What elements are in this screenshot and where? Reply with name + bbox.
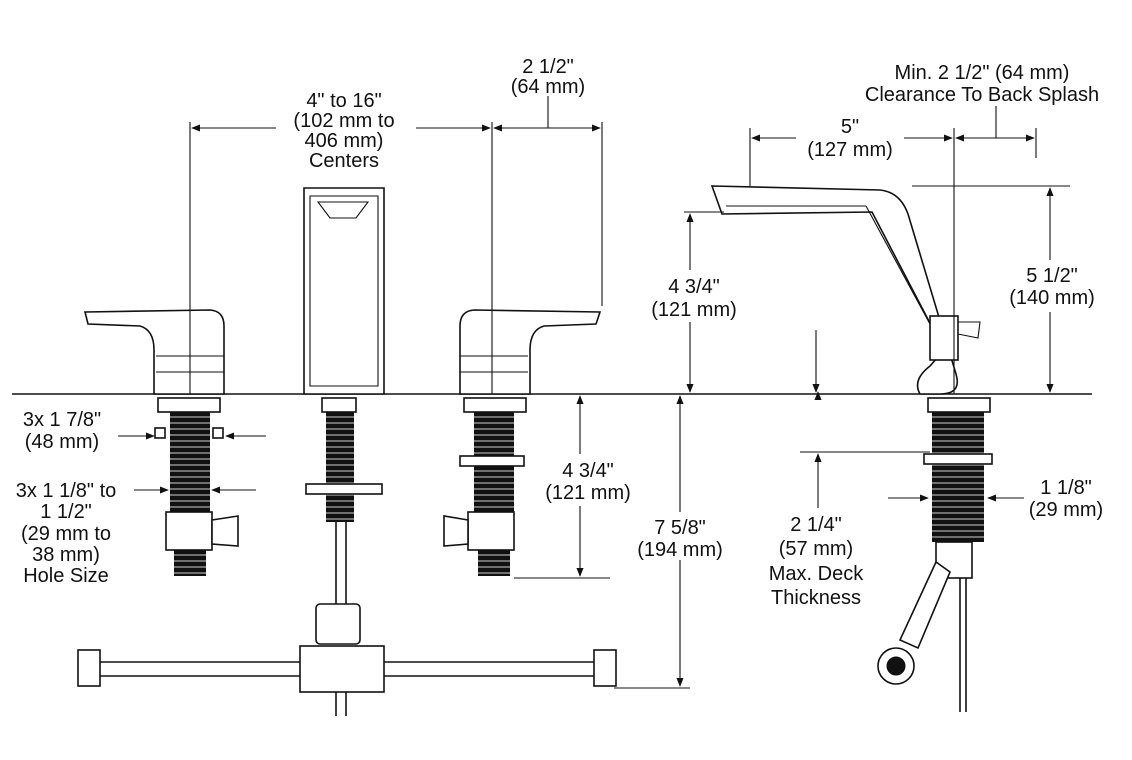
hole-size-line-5: Hole Size — [23, 565, 109, 587]
below-deck-line-2: (194 mm) — [637, 539, 723, 561]
handle-reach-label: 2 1/2" (64 mm) — [511, 56, 585, 98]
centers-line-1: 4" to 16" — [306, 90, 381, 112]
deck-thickness-line-1: 2 1/4" — [790, 514, 842, 536]
spout-reach-line-2: (127 mm) — [807, 139, 893, 161]
hole-size-line-3: (29 mm to — [21, 523, 111, 545]
below-deck-label: 7 5/8" (194 mm) — [637, 517, 723, 561]
left-valve — [154, 397, 239, 576]
shank-diameter-label: 1 1/8" (29 mm) — [1029, 477, 1103, 521]
shank-length-line-1: 4 3/4" — [562, 460, 614, 482]
hole-size-line-2: 1 1/2" — [40, 501, 92, 523]
overall-height-line-2: (140 mm) — [1009, 287, 1095, 309]
spout-side — [710, 185, 981, 395]
right-handle — [459, 309, 602, 395]
spout-reach-line-1: 5" — [841, 116, 859, 138]
below-deck-line-1: 7 5/8" — [654, 517, 706, 539]
spout-reach-label: 5" (127 mm) — [807, 116, 893, 161]
center-shank — [305, 397, 383, 608]
supply-hoses — [77, 603, 617, 716]
handle-reach-line-1: 2 1/2" — [522, 56, 574, 78]
deck-thickness-line-2: (57 mm) — [779, 538, 853, 560]
right-valve — [443, 397, 527, 576]
deck-thickness-label: 2 1/4" (57 mm) Max. Deck Thickness — [769, 514, 864, 609]
overall-height-line-1: 5 1/2" — [1026, 265, 1078, 287]
clearance-line-1: Min. 2 1/2" (64 mm) — [895, 62, 1070, 84]
spout-mount — [877, 397, 993, 712]
deck-thickness-line-4: Thickness — [771, 587, 861, 609]
deck-thickness-line-3: Max. Deck — [769, 563, 864, 585]
centers-line-2: (102 mm to — [293, 110, 394, 132]
supply-width-label: 3x 1 7/8" (48 mm) — [23, 409, 101, 453]
shank-length-line-2: (121 mm) — [545, 482, 631, 504]
shank-diameter-line-2: (29 mm) — [1029, 499, 1103, 521]
hole-size-label: 3x 1 1/8" to 1 1/2" (29 mm to 38 mm) Hol… — [16, 480, 117, 587]
hole-size-line-1: 3x 1 1/8" to — [16, 480, 117, 502]
handle-reach-line-2: (64 mm) — [511, 76, 585, 98]
spout-front — [303, 187, 385, 395]
supply-width-line-2: (48 mm) — [25, 431, 99, 453]
spout-height-line-1: 4 3/4" — [668, 276, 720, 298]
shank-diameter-line-1: 1 1/8" — [1040, 477, 1092, 499]
centers-line-3: 406 mm) — [305, 130, 384, 152]
centers-line-4: Centers — [309, 150, 379, 172]
overall-height-label: 5 1/2" (140 mm) — [1009, 265, 1095, 309]
shank-length-label: 4 3/4" (121 mm) — [545, 460, 631, 504]
left-handle — [83, 309, 225, 395]
centers-label: 4" to 16" (102 mm to 406 mm) Centers — [293, 90, 394, 172]
spout-height-label: 4 3/4" (121 mm) — [651, 276, 737, 321]
clearance-label: Min. 2 1/2" (64 mm) Clearance To Back Sp… — [865, 62, 1099, 106]
clearance-line-2: Clearance To Back Splash — [865, 84, 1099, 106]
supply-width-line-1: 3x 1 7/8" — [23, 409, 101, 431]
hole-size-line-4: 38 mm) — [32, 544, 100, 566]
spout-height-line-2: (121 mm) — [651, 299, 737, 321]
